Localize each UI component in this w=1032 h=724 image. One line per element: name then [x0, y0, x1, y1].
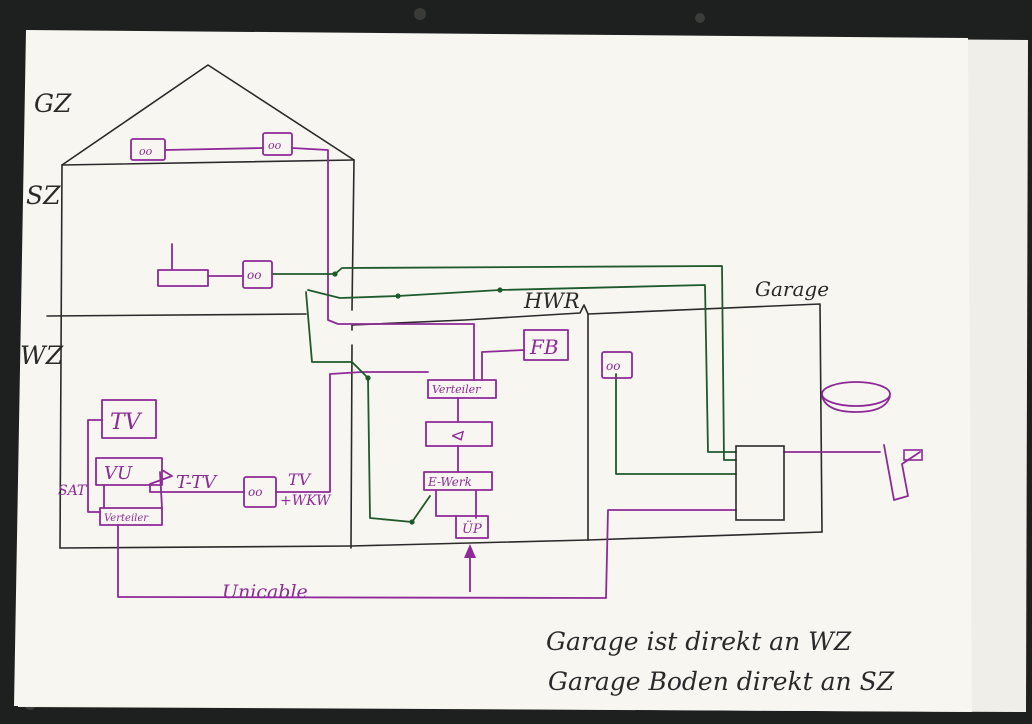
receiver-to-outlet-cable [149, 469, 245, 493]
wz-verteiler-label: Verteiler [104, 513, 149, 524]
garage-outlet-to-switch [615, 373, 737, 475]
device-labels: oo oo oo TV VU Verteiler SAT T-TV oo TV … [58, 139, 620, 603]
junction-dot [395, 293, 401, 299]
house-outline [46, 64, 823, 549]
device-boxes [95, 132, 633, 539]
receiver-box [95, 457, 163, 486]
roof-outline [61, 64, 355, 166]
floor-label-wz: WZ [20, 341, 64, 370]
sz-outlet-to-garage-line [271, 265, 737, 461]
ups-box [455, 515, 489, 539]
floor-divider-sz-wz [46, 313, 307, 317]
wz-outlet-box [243, 476, 277, 508]
tv-wkw-label-line2: +WKW [280, 493, 332, 509]
house-right-wall-upper [351, 159, 355, 311]
junction-dot [332, 271, 338, 277]
hwr-verteiler-box [427, 379, 497, 399]
unicable-cable [117, 509, 737, 599]
t-tv-label: T-TV [176, 472, 218, 493]
ups-label: ÜP [462, 520, 482, 537]
floor-label-gz: GZ [34, 89, 72, 118]
sz-router-box [157, 269, 209, 287]
floor-label-sz: SZ [26, 181, 61, 210]
ewerk-label: E-Werk [427, 475, 472, 489]
junction-dot [365, 375, 371, 381]
sz-outlet-box [242, 260, 273, 289]
coax-wiring [87, 147, 921, 599]
unicable-label: Unicable [222, 581, 308, 603]
satellite-dish-top [821, 381, 891, 407]
house-ground-line [59, 545, 352, 549]
attic-outlet-right [262, 132, 293, 156]
sat-label: SAT [58, 483, 88, 499]
satellite-dish-rim [821, 395, 891, 413]
supply-arrow-head [464, 544, 476, 558]
garage-multiswitch-box [735, 445, 785, 521]
paper-sheet [14, 30, 972, 712]
garage-outlet-label: oo [606, 359, 620, 373]
ewerk-box [423, 471, 493, 491]
garage-outline [587, 303, 823, 533]
tv-label: TV [110, 410, 143, 435]
amplifier-symbol: ⊲ [449, 426, 465, 446]
hwr-verteiler-label: Verteiler [432, 383, 481, 396]
wz-verteiler-box [99, 507, 163, 526]
attic-floor-line [61, 159, 355, 166]
wz-outlet-to-hwr-verteiler [275, 371, 429, 493]
amplifier-box [425, 421, 493, 447]
attic-outlet-right-label: oo [268, 139, 282, 152]
green-junction-dots [332, 271, 503, 525]
tv-box [101, 399, 157, 439]
hwr-verteiler-to-fb [481, 349, 525, 381]
attic-outlet-left [130, 138, 166, 161]
house-right-wall-lower [350, 344, 353, 549]
wz-outlet-label: oo [248, 485, 262, 499]
house-left-wall [59, 164, 63, 549]
attic-to-hwr-coax [291, 147, 475, 381]
garage-outlet-box [601, 351, 633, 379]
garage-floor-line [587, 531, 823, 541]
junction-dot [409, 519, 415, 525]
hwr-floor-line [350, 539, 589, 547]
junction-dot [497, 287, 503, 293]
tv-wkw-label-line1: TV [288, 470, 312, 489]
receiver-label: VU [104, 463, 133, 484]
note-line-1: Garage ist direkt an WZ [546, 627, 852, 656]
tv-to-receiver-cable [87, 419, 103, 513]
granite-speck [414, 8, 426, 20]
attic-outlet-left-label: oo [139, 145, 153, 158]
fb-box [523, 329, 569, 361]
attic-coax-line [164, 147, 264, 151]
fb-label: FB [529, 335, 559, 359]
granite-speck [695, 13, 705, 23]
note-line-2: Garage Boden direkt an SZ [548, 667, 895, 696]
receiver-to-verteiler-cable [159, 471, 163, 509]
lnb-head [903, 449, 923, 461]
room-label-hwr: HWR [523, 289, 580, 313]
room-label-garage: Garage [755, 277, 829, 301]
hwr-ewerk-to-ups [435, 489, 457, 517]
sz-outlet-label: oo [247, 268, 261, 282]
